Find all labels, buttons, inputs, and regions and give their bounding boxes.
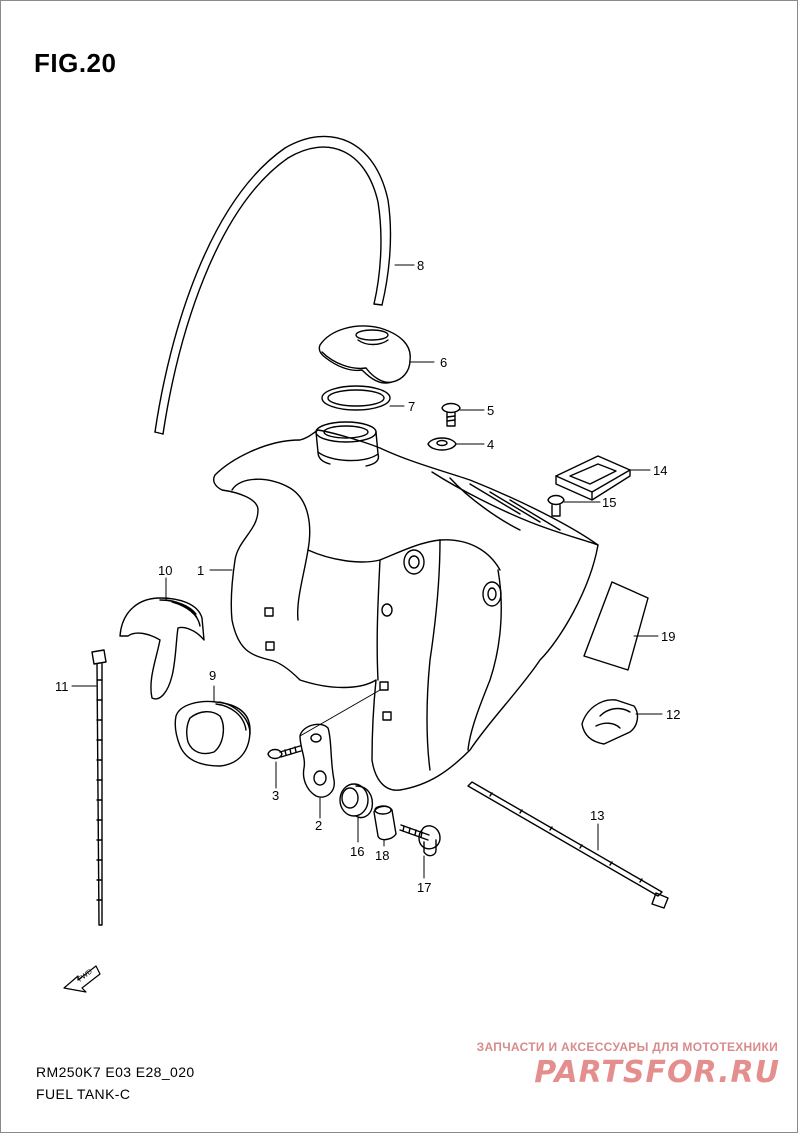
watermark-tagline: ЗАПЧАСТИ И АКСЕССУАРЫ ДЛЯ МОТОТЕХНИКИ bbox=[476, 1040, 778, 1054]
grommet-16 bbox=[339, 783, 374, 819]
callout-9: 9 bbox=[209, 668, 216, 683]
callout-5: 5 bbox=[487, 403, 494, 418]
callout-labels: 1 2 3 4 5 6 7 8 9 10 11 12 13 14 15 16 1… bbox=[55, 258, 680, 895]
breather-hose bbox=[154, 135, 392, 435]
cap-gasket bbox=[321, 385, 391, 411]
callout-19: 19 bbox=[661, 629, 675, 644]
bracket-2 bbox=[299, 723, 335, 798]
cushion-ring-9 bbox=[174, 700, 251, 767]
pad-19 bbox=[583, 581, 649, 671]
callout-12: 12 bbox=[666, 707, 680, 722]
fuel-tank bbox=[213, 421, 599, 791]
watermark-logo: PARTSFOR.RU bbox=[534, 1055, 780, 1090]
collar-18 bbox=[373, 805, 397, 841]
callout-11: 11 bbox=[55, 679, 69, 694]
figure-title: FIG.20 bbox=[34, 48, 117, 78]
callout-17: 17 bbox=[417, 880, 431, 895]
callout-15: 15 bbox=[602, 495, 616, 510]
cable-tie-11 bbox=[91, 649, 107, 926]
callout-13: 13 bbox=[590, 808, 604, 823]
callout-2: 2 bbox=[315, 818, 322, 833]
leader-lines bbox=[71, 264, 663, 879]
fuel-cap bbox=[318, 325, 411, 384]
callout-10: 10 bbox=[158, 563, 172, 578]
callout-8: 8 bbox=[417, 258, 424, 273]
strap-clip-14 bbox=[555, 455, 631, 501]
damper-10 bbox=[119, 597, 205, 700]
callout-3: 3 bbox=[272, 788, 279, 803]
callout-1: 1 bbox=[197, 563, 204, 578]
grommet-4 bbox=[427, 437, 457, 451]
section-name: FUEL TANK-C bbox=[36, 1086, 131, 1102]
cushion-12 bbox=[581, 699, 639, 745]
callout-6: 6 bbox=[440, 355, 447, 370]
callout-4: 4 bbox=[487, 437, 494, 452]
screw-15 bbox=[547, 494, 565, 517]
fwd-arrow-icon: FWD bbox=[63, 965, 101, 993]
model-code: RM250K7 E03 E28_020 bbox=[36, 1064, 195, 1080]
callout-7: 7 bbox=[408, 399, 415, 414]
bolt-17 bbox=[399, 824, 441, 857]
callout-16: 16 bbox=[350, 844, 364, 859]
screw-5 bbox=[441, 402, 461, 427]
bolt-3 bbox=[267, 745, 302, 760]
callout-14: 14 bbox=[653, 463, 667, 478]
callout-18: 18 bbox=[375, 848, 389, 863]
cable-tie-13 bbox=[467, 781, 669, 909]
